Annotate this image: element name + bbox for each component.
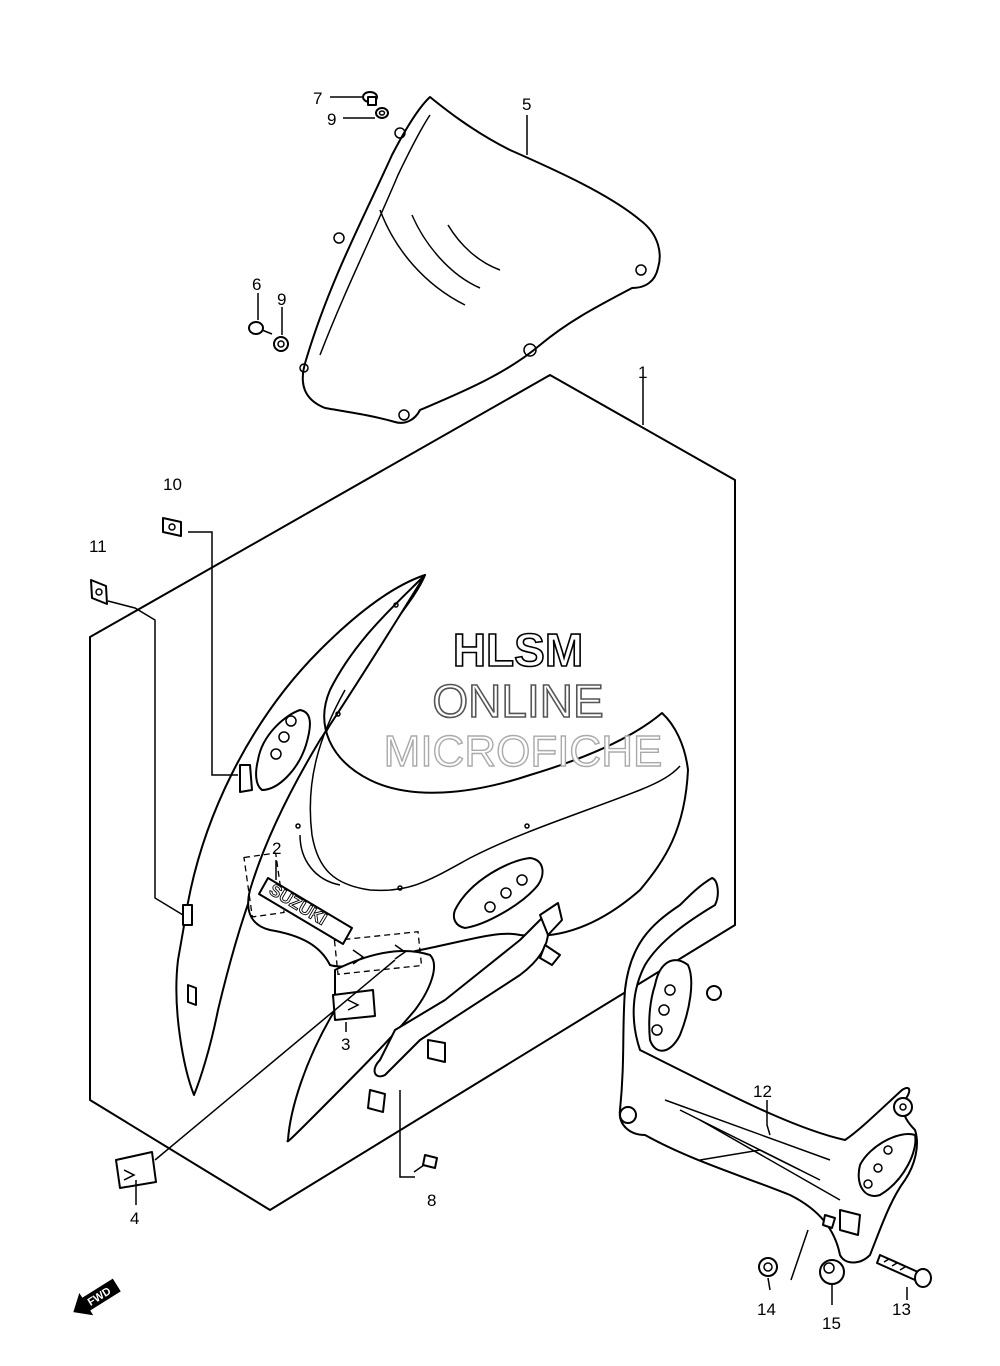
callout-15: 15 [822, 1314, 841, 1333]
callout-9-top: 9 [327, 110, 336, 129]
callout-12: 12 [753, 1082, 772, 1101]
callout-11: 11 [89, 537, 107, 556]
clip-nut-10[interactable] [162, 517, 182, 537]
watermark-line2: ONLINE [432, 675, 603, 727]
clip-nut-11[interactable] [90, 579, 108, 605]
leader-lines [107, 96, 908, 1305]
callout-13: 13 [892, 1300, 911, 1319]
nut-9-left[interactable] [273, 336, 289, 352]
watermark-line1: HLSM [453, 624, 583, 676]
callout-5: 5 [522, 95, 531, 114]
forward-arrow-icon: FWD [73, 1278, 121, 1316]
bolt-13[interactable] [876, 1254, 932, 1288]
nut-9-top[interactable] [375, 107, 389, 119]
screw-6[interactable] [248, 321, 273, 335]
callout-10: 10 [163, 475, 182, 494]
upper-fairing[interactable] [175, 574, 689, 1143]
sticker-4[interactable] [115, 1151, 157, 1189]
callout-7: 7 [313, 89, 322, 108]
cowling-bracket[interactable] [618, 877, 918, 1264]
sticker-area-outline [333, 930, 423, 976]
windscreen[interactable] [299, 96, 661, 424]
callout-2: 2 [272, 839, 281, 858]
spacer-15[interactable] [819, 1259, 845, 1285]
suzuki-emblem[interactable]: SUZUKI [258, 877, 353, 945]
screw-7[interactable] [362, 91, 378, 106]
sticker-2-outline [243, 852, 285, 918]
callout-3: 3 [341, 1035, 350, 1054]
callout-8: 8 [427, 1191, 436, 1210]
grommet-14[interactable] [758, 1257, 778, 1277]
watermark-line3: MICROFICHE [384, 727, 663, 776]
watermark: HLSM ONLINE MICROFICHE [383, 623, 663, 777]
screw-8[interactable] [413, 1154, 438, 1173]
assembly-boundary [89, 374, 736, 1211]
sticker-3[interactable] [332, 989, 376, 1021]
callout-1: 1 [638, 363, 647, 382]
callout-9-left: 9 [277, 290, 286, 309]
callout-6: 6 [252, 275, 261, 294]
callout-4: 4 [130, 1209, 139, 1228]
callout-14: 14 [757, 1300, 776, 1319]
